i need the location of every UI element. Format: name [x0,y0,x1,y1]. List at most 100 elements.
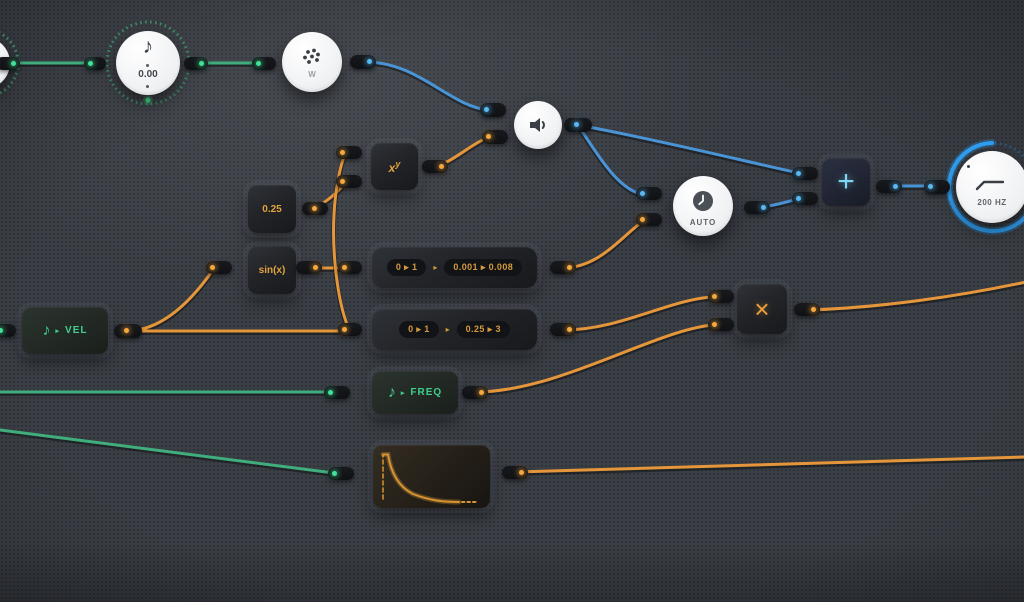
port-dot [811,307,816,312]
knob-ring-indicator-glow [143,95,153,105]
port-speaker-out[interactable] [564,118,592,132]
port-frequency-out[interactable] [462,386,488,399]
envelope-curve [380,452,478,505]
port-dot [484,107,489,112]
node-constant[interactable]: 0.25 [248,185,296,233]
cable-offscreen-to-freq[interactable] [0,390,333,396]
node-map1[interactable]: 0 ▸ 1 ▸ 0.001 ▸ 0.008 [372,247,537,288]
port-edge-out[interactable] [0,57,20,70]
port-speaker-in-signal[interactable] [480,103,506,117]
map2-input-range[interactable]: 0 ▸ 1 [399,321,439,338]
port-dot [761,205,766,210]
constant-value: 0.25 [262,203,282,215]
indicator-dot [967,165,970,168]
port-auto-out[interactable] [744,201,770,214]
port-wave-in[interactable] [252,57,276,70]
port-auto-in-signal[interactable] [636,187,662,200]
port-wave-out[interactable] [350,55,376,69]
port-map2-in[interactable] [338,323,362,336]
port-map1-in[interactable] [338,261,362,274]
port-sine-in[interactable] [206,261,232,274]
port-multiply-in-2[interactable] [708,318,734,331]
power-base: x [388,160,396,175]
port-dot [340,150,345,155]
port-dot [11,61,16,66]
port-envelope-out[interactable] [502,466,528,479]
port-auto-in-time[interactable] [636,213,662,226]
port-knob-out[interactable] [184,57,208,70]
node-wave[interactable]: W [282,32,342,92]
map-arrow-icon: ▸ [433,263,438,272]
map-arrow-icon: ▸ [445,325,450,334]
port-dot [367,59,372,64]
cable-envelope-to-edge[interactable] [513,455,1024,476]
node-filter-knob[interactable]: 200 HZ [956,151,1024,223]
port-frequency-in[interactable] [324,386,350,399]
dots-grid-icon [303,48,320,64]
node-note-knob[interactable]: ♪ 0.00 [116,31,180,95]
port-dot [342,327,347,332]
port-dot [519,470,524,475]
port-add-in-1[interactable] [792,167,818,180]
cable-speaker-to-add[interactable] [575,123,802,177]
port-dot [574,122,579,127]
arrow-icon: ▸ [400,389,406,397]
map2-output-range[interactable]: 0.25 ▸ 3 [456,321,510,338]
node-frequency[interactable]: ♪ ▸ FREQ [372,371,458,414]
cable-edge-to-knob[interactable] [13,61,93,67]
node-multiply[interactable]: × [737,284,787,334]
node-sine[interactable]: sin(x) [248,246,296,294]
cable-map1-to-auto[interactable] [561,220,645,272]
cable-multiply-to-edge[interactable] [804,280,1024,314]
node-map2[interactable]: 0 ▸ 1 ▸ 0.25 ▸ 3 [372,309,537,350]
indicator-dot [146,64,149,67]
port-sine-out[interactable] [296,261,322,274]
auto-label: AUTO [689,218,717,227]
velocity-label: VEL [65,325,88,336]
port-multiply-in-1[interactable] [708,290,734,303]
port-dot [486,134,491,139]
node-envelope[interactable] [373,445,490,508]
port-map2-out[interactable] [550,323,576,336]
note-icon: ♪ [42,321,51,339]
cable-offscreen-to-envelope[interactable] [0,428,337,477]
plus-icon: + [837,165,855,198]
port-speaker-in-mod[interactable] [482,130,508,144]
port-add-out[interactable] [876,180,902,193]
cable-speaker-to-auto[interactable] [575,123,644,198]
note-icon: ♪ [142,35,154,58]
multiply-icon: × [754,294,770,324]
cable-wave-to-speaker[interactable] [366,60,491,114]
port-power-in-1[interactable] [336,146,362,159]
node-power[interactable]: xy [371,143,418,190]
node-speaker[interactable] [514,101,562,149]
map1-input-range[interactable]: 0 ▸ 1 [386,259,427,276]
node-add[interactable]: + [822,158,870,206]
cable-knob-to-wave[interactable] [197,61,261,67]
port-multiply-out[interactable] [794,303,820,316]
port-dot [124,328,129,333]
port-dot [313,265,318,270]
cable-map2-to-multiply[interactable] [561,295,716,334]
port-dot [328,390,333,395]
port-constant-out[interactable] [302,202,328,215]
port-velocity-out[interactable] [114,324,142,338]
port-velocity-in[interactable] [0,324,16,337]
cable-vel-to-map2[interactable] [125,329,346,335]
node-velocity[interactable]: ♪ ▸ VEL [22,307,108,354]
arrow-icon: ▸ [55,327,61,335]
port-filter-in[interactable] [924,180,950,194]
map1-output-range[interactable]: 0.001 ▸ 0.008 [444,259,523,276]
port-dot [712,294,717,299]
node-auto[interactable]: AUTO [673,176,733,236]
port-add-in-2[interactable] [792,192,818,205]
port-power-in-2[interactable] [336,175,362,188]
note-icon: ♪ [387,383,396,401]
port-knob-in[interactable] [84,57,106,70]
knob-ring-indicator[interactable] [145,97,151,103]
port-envelope-in[interactable] [328,467,354,480]
port-map1-out[interactable] [550,261,576,274]
port-power-out[interactable] [422,160,448,173]
cable-vel-to-sine[interactable] [125,268,216,335]
